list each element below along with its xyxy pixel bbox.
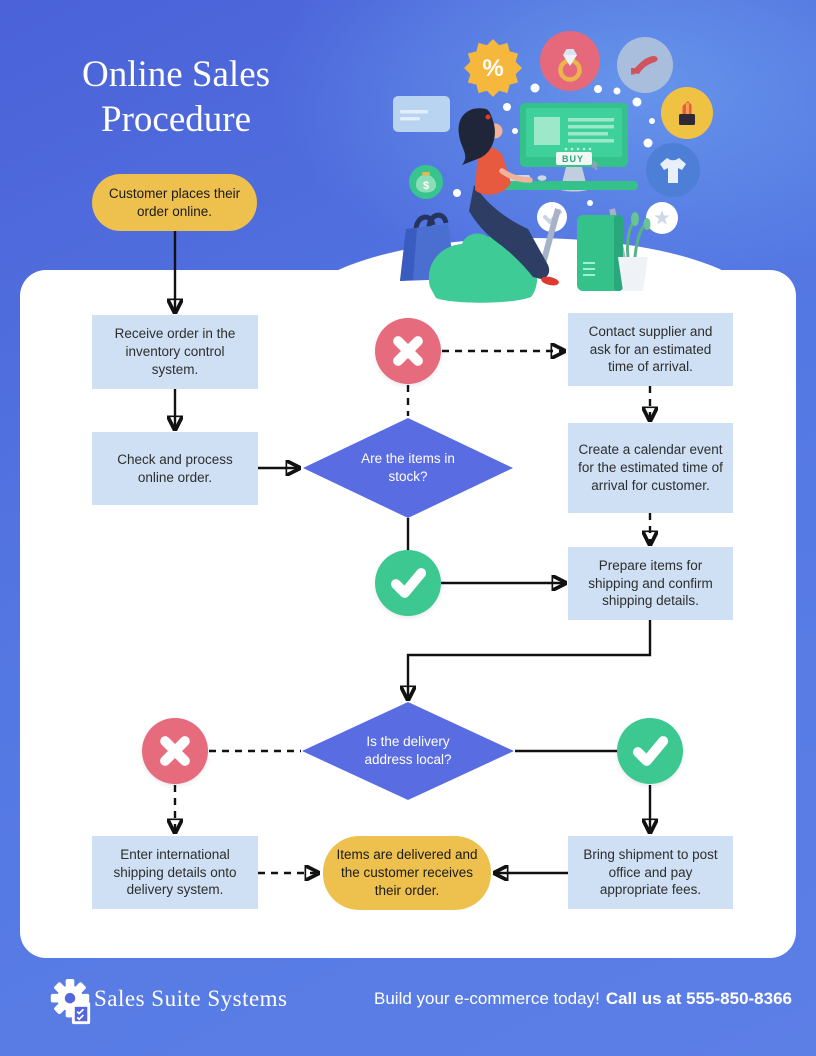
step-check-process: Check and process online order.	[92, 432, 258, 505]
step-receive-order: Receive order in the inventory control s…	[92, 315, 258, 389]
end-node-delivered: Items are delivered and the customer rec…	[323, 836, 491, 910]
credit-card-icon	[393, 96, 450, 132]
footer-tagline: Build your e-commerce today! Call us at 5…	[374, 989, 792, 1009]
x-icon	[393, 336, 423, 366]
no-branch-icon	[142, 718, 208, 784]
step-international-shipping: Enter international shipping details ont…	[92, 836, 258, 909]
dollar-label: $	[423, 180, 429, 192]
footer: Sales Suite Systems Build your e-commerc…	[0, 958, 816, 1056]
yes-branch-icon	[375, 550, 441, 616]
check-icon	[632, 736, 669, 766]
no-branch-icon	[375, 318, 441, 384]
check-icon	[390, 568, 427, 598]
step-create-calendar-event: Create a calendar event for the estimate…	[568, 423, 733, 513]
phone-number: Call us at 555-850-8366	[605, 989, 792, 1008]
gear-clipboard-logo-icon	[50, 979, 91, 1025]
buy-label: BUY	[562, 154, 584, 164]
ring-icon	[540, 31, 600, 91]
yes-branch-icon	[617, 718, 683, 784]
ecommerce-illustration: %	[297, 31, 763, 305]
tshirt-icon	[646, 143, 700, 197]
x-icon	[160, 736, 190, 766]
buy-button	[556, 152, 592, 165]
start-node: Customer places their order online.	[92, 174, 257, 231]
lipstick-icon	[661, 87, 713, 139]
step-post-office: Bring shipment to post office and pay ap…	[568, 836, 733, 909]
brand-name: Sales Suite Systems	[94, 986, 288, 1011]
shoe-icon	[617, 37, 673, 93]
woman-figure	[458, 108, 559, 286]
percent-label: %	[482, 55, 503, 82]
star-bubble-icon	[646, 202, 678, 234]
discount-badge-icon: %	[464, 39, 522, 97]
tagline-text: Build your e-commerce today!	[374, 989, 600, 1008]
step-contact-supplier: Contact supplier and ask for an estimate…	[568, 313, 733, 386]
page-title: Online Sales Procedure	[81, 54, 271, 141]
cabinet-and-plant	[577, 212, 651, 291]
floating-dots	[453, 83, 655, 206]
money-bag-icon: $	[409, 165, 443, 199]
step-prepare-shipping: Prepare items for shipping and confirm s…	[568, 547, 733, 620]
